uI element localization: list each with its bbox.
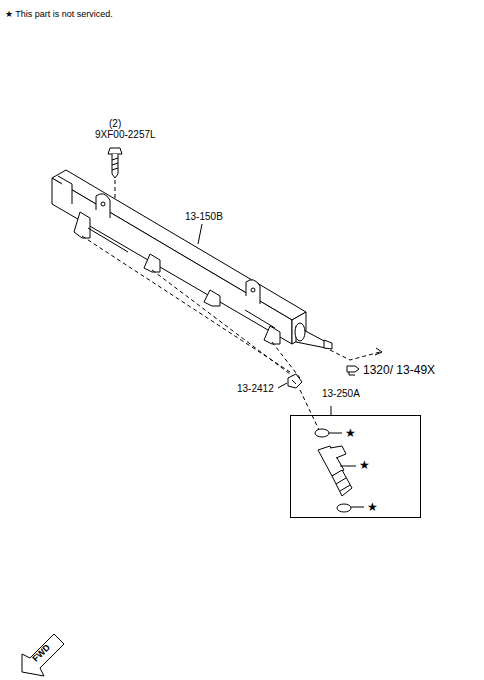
injector [315, 429, 364, 512]
not-serviced-mark: ★ [366, 501, 379, 513]
forward-arrow [22, 634, 64, 676]
leader-line [198, 224, 202, 244]
reference-hand [347, 366, 359, 375]
part-number: 1320/ 13-49X [362, 364, 436, 376]
assembly-line [82, 236, 380, 432]
direction-label: FWD [29, 641, 53, 665]
not-serviced-mark: ★ [344, 427, 357, 439]
part-number: 9XF00-2257L [94, 129, 157, 141]
clip [288, 374, 302, 388]
arrow-head [375, 348, 382, 355]
part-number: 13-2412 [236, 383, 275, 395]
not-serviced-mark: ★ [358, 459, 371, 471]
part-number: 13-150B [184, 211, 224, 223]
fuel-rail [52, 170, 332, 349]
injector-kit-box: 13-250A [290, 415, 421, 518]
leader-line [278, 383, 287, 388]
part-number: 13-250A [321, 388, 361, 400]
leader-line [331, 406, 332, 415]
note-text: ★ This part is not serviced. [4, 8, 114, 20]
